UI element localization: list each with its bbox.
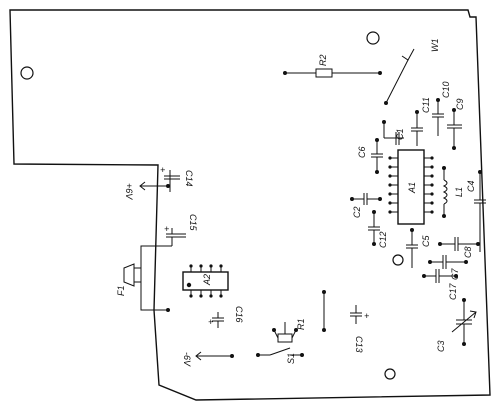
capacitor-c16: + C16 [208,306,244,328]
label-c15: C15 [188,214,198,232]
capacitor-c2: C2 [350,193,382,218]
label-c2: C2 [352,206,362,218]
label-minus6v: -6V [182,352,192,367]
mounting-hole-bottom [384,368,396,380]
label-l1: L1 [454,187,464,197]
board-outline [9,9,491,401]
trace-center [322,290,326,332]
capacitor-c17: C17 [422,269,458,300]
mounting-hole-right-mid [392,254,404,266]
label-c4: C4 [466,180,476,192]
label-f1: F1 [116,285,126,296]
capacitor-c9: C9 [447,98,465,150]
svg-text:+: + [160,165,165,175]
label-c8: C8 [463,246,473,258]
capacitor-c5: C5 [406,228,431,268]
speaker-f1: F1 [116,245,172,312]
capacitor-c15: + C15 [164,214,198,246]
capacitor-c6: C6 [357,138,383,174]
label-c16: C16 [234,306,244,323]
label-c6: C6 [357,146,367,158]
wire-w1: W1 [384,39,440,105]
capacitor-c7: C7 [428,255,468,280]
capacitor-c4: C4 [466,170,486,252]
svg-text:+: + [364,311,369,321]
label-c5: C5 [421,235,431,247]
capacitor-c3: C3 [436,298,477,352]
capacitor-c13: + C13 [350,305,369,353]
label-c1: C1 [395,128,405,140]
label-c14: C14 [184,170,194,187]
resistor-r1: R1 [272,318,306,343]
svg-text:+: + [164,224,169,234]
supply-minus6v: -6V [182,351,234,367]
label-c10: C10 [441,81,451,98]
label-plus6v: +6V [124,183,134,200]
label-r1: R1 [296,318,306,330]
label-c9: C9 [455,98,465,110]
label-a2: A2 [202,274,212,286]
ic-a1: A1 [388,149,434,225]
label-w1: W1 [430,39,440,53]
ic-a2: A2 [182,264,229,298]
label-a1: A1 [407,182,417,194]
capacitor-c10: C10 [432,81,451,136]
label-r2: R2 [318,54,328,66]
label-s1: S1 [286,353,296,364]
label-c13: C13 [354,336,364,353]
label-c12: C12 [378,231,388,248]
inductor-l1: L1 [442,166,464,218]
capacitor-c1: C1 [382,120,405,145]
switch-s1: S1 [256,347,304,364]
label-c17: C17 [448,282,458,300]
label-c3: C3 [436,340,446,352]
svg-text:+: + [208,317,213,327]
label-c7: C7 [450,268,460,280]
mounting-hole-top [366,31,380,45]
capacitor-c14: + C14 [160,165,194,192]
capacitor-c12: C12 [368,210,388,248]
resistor-r2: R2 [283,54,382,78]
capacitor-c11: C11 [411,97,431,146]
mounting-hole-left [20,66,34,80]
capacitor-c8: C8 [438,237,480,258]
supply-plus6v: +6V [124,181,170,200]
label-c11: C11 [421,97,431,113]
